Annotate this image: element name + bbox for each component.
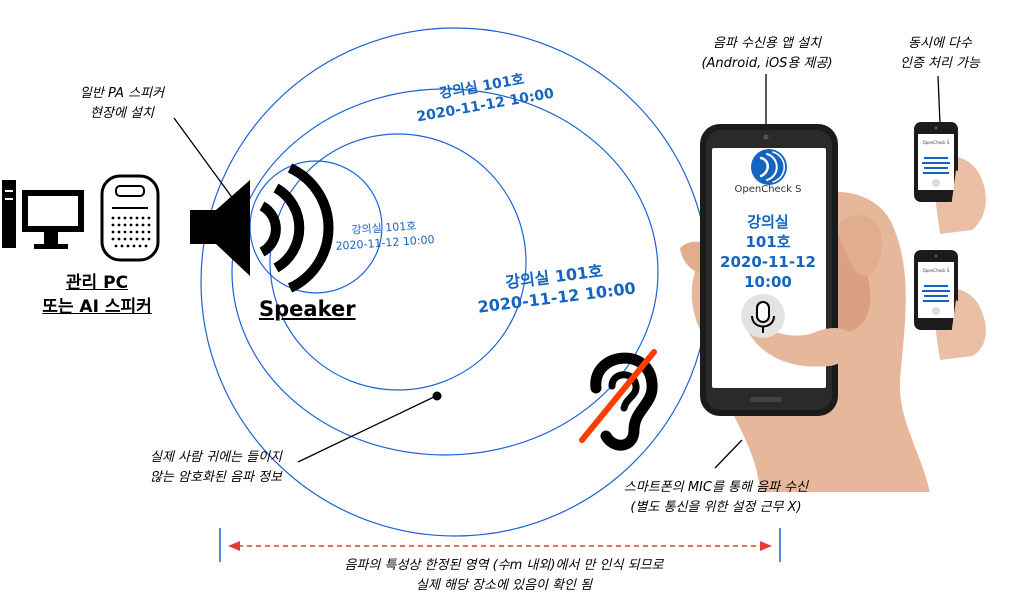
small-phone-2-app-name: OpenCheck S xyxy=(922,268,950,273)
small-phone-1 xyxy=(914,122,986,234)
pa-speaker-line1: 일반 PA 스피커 xyxy=(79,86,165,101)
multi-line2: 인증 처리 가능 xyxy=(899,56,981,71)
pa-speaker-label: 일반 PA 스피커 현장에 설치 xyxy=(62,84,182,124)
loudspeaker-icon xyxy=(190,163,334,293)
range-line2: 실제 해당 장소에 있음이 확인 됨 xyxy=(415,578,593,593)
wave-ring-3 xyxy=(231,88,659,456)
pc-icon xyxy=(2,180,84,249)
phone-room-line1: 강의실 xyxy=(747,213,789,231)
ear-line2: 않는 암호화된 음파 정보 xyxy=(150,470,282,485)
app-line2: (Android, iOS용 제공) xyxy=(701,56,833,71)
mic-receive-label: 스마트폰의 MIC를 통해 음파 수신 (별도 통신을 위한 설정 근무 X) xyxy=(580,478,852,518)
pointer-dot xyxy=(432,391,442,401)
ear-crossed-icon xyxy=(579,349,658,451)
multi-pointer-line xyxy=(937,75,941,125)
range-line1: 음파의 특성상 한정된 영역 (수m 내외)에서 만 인식 되므로 xyxy=(344,558,664,573)
phone-room-line2: 101호 xyxy=(745,233,791,251)
ear-line1: 실제 사람 귀에는 들이지 xyxy=(150,450,282,465)
small-phone-2 xyxy=(914,250,986,360)
mic-pointer-line xyxy=(714,439,743,469)
mic-line2: (별도 통신을 위한 설정 근무 X) xyxy=(630,500,802,515)
small-phone-1-app-name: OpenCheck S xyxy=(922,140,950,145)
wave-ring-2 xyxy=(269,133,527,391)
admin-device-label: 관리 PC 또는 AI 스피커 xyxy=(22,271,172,319)
opencheck-logo-icon xyxy=(751,149,787,185)
range-indicator xyxy=(219,528,781,562)
range-caption: 음파의 특성상 한정된 영역 (수m 내외)에서 만 인식 되므로 실제 해당 … xyxy=(272,556,736,596)
admin-line1: 관리 PC xyxy=(65,273,129,293)
ear-slash xyxy=(579,349,657,443)
app-line1: 음파 수신용 앱 설치 xyxy=(712,36,822,51)
speaker-label: Speaker xyxy=(259,297,356,321)
hand-phone-illustration xyxy=(680,124,930,492)
pa-pointer-line xyxy=(173,117,251,223)
ai-speaker-icon xyxy=(100,174,160,262)
phone-checkin-info: 강의실 101호 2020-11-12 10:00 xyxy=(714,212,822,292)
inaudible-wave-label: 실제 사람 귀에는 들이지 않는 암호화된 음파 정보 xyxy=(118,448,314,488)
multi-line1: 동시에 다수 xyxy=(908,36,972,51)
phone-date: 2020-11-12 xyxy=(720,253,816,271)
admin-line2: 또는 AI 스피커 xyxy=(42,297,152,317)
app-install-label: 음파 수신용 앱 설치 (Android, iOS용 제공) xyxy=(654,34,880,74)
multi-auth-label: 동시에 다수 인증 처리 가능 xyxy=(870,34,1010,74)
mic-line1: 스마트폰의 MIC를 통해 음파 수신 xyxy=(623,480,809,495)
microphone-icon xyxy=(741,294,785,338)
phone-time: 10:00 xyxy=(744,273,792,291)
ear-pointer-line xyxy=(297,395,437,463)
pa-speaker-line2: 현장에 설치 xyxy=(90,106,154,121)
phone-app-name: OpenCheck S xyxy=(734,184,802,195)
